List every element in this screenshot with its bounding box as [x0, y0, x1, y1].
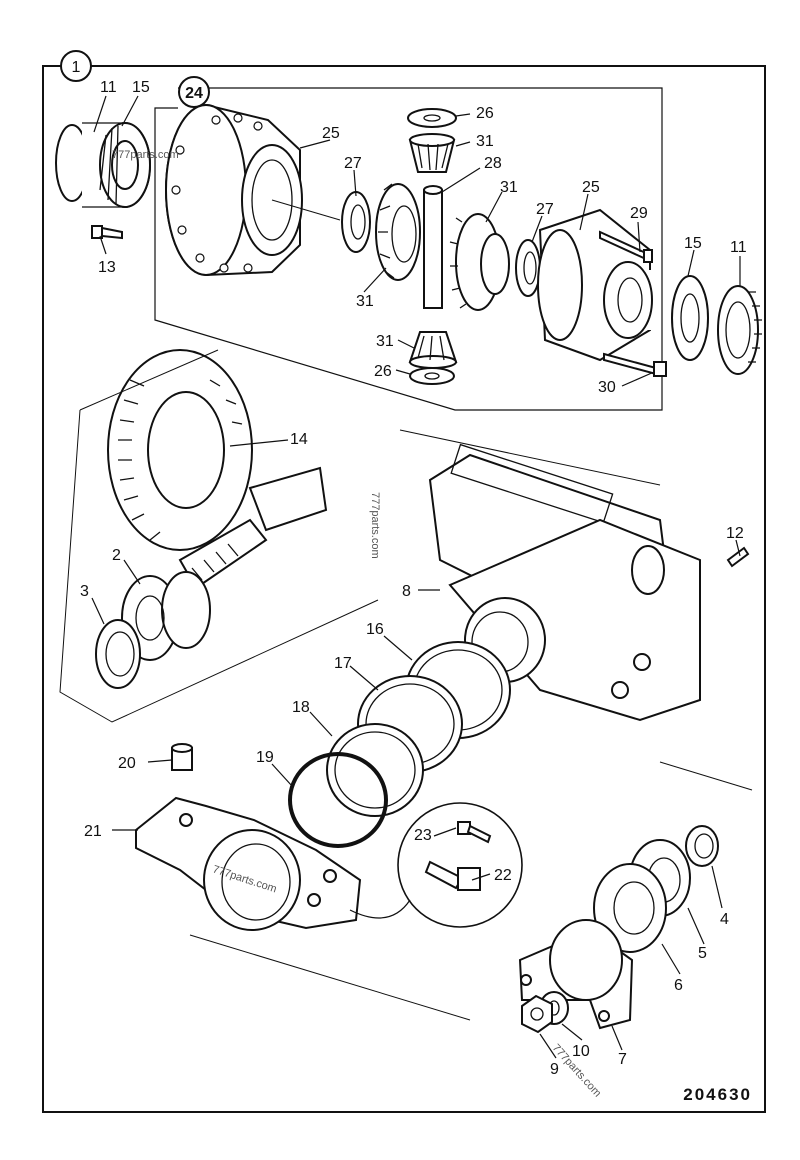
callout-7: 7 — [618, 1051, 627, 1068]
side-gear-31-right — [449, 213, 510, 311]
clamp-21 — [135, 796, 362, 931]
nut-9 — [521, 994, 553, 1034]
callout-26-top: 26 — [476, 105, 494, 122]
callout-27-left: 27 — [344, 155, 362, 172]
cross-shaft-28 — [423, 185, 443, 309]
callout-25-right: 25 — [582, 179, 600, 196]
callout-17: 17 — [334, 655, 352, 672]
callout-4: 4 — [720, 911, 729, 928]
bolt-detail-circle — [349, 802, 523, 928]
assembly-lines-housing — [399, 429, 661, 486]
callout-29: 29 — [630, 205, 648, 222]
callout-25-left: 25 — [322, 125, 340, 142]
watermark-2: 777parts.com — [369, 492, 381, 559]
figure-number: 1 — [72, 59, 81, 76]
leader-lines — [91, 95, 741, 1059]
callout-31-right: 31 — [500, 179, 518, 196]
drive-pinion-14 — [178, 466, 328, 590]
callout-11-left: 11 — [100, 79, 117, 96]
assembly-lines-right — [659, 761, 753, 791]
callout-30: 30 — [598, 379, 616, 396]
callout-15-left: 15 — [132, 79, 150, 96]
assembly-lines-clamp — [189, 934, 471, 1021]
figure-number-circle — [60, 50, 92, 82]
thrust-washer-27-right — [515, 239, 541, 297]
bolt-30 — [603, 352, 667, 377]
axle-housing-8 — [428, 443, 701, 722]
callout-5: 5 — [698, 945, 707, 962]
washer-26-top — [407, 108, 457, 128]
callout-8: 8 — [402, 583, 411, 600]
callout-6: 6 — [674, 977, 683, 994]
assembly-box-left — [59, 409, 379, 723]
bolt-29 — [599, 230, 653, 263]
callout-14: 14 — [290, 431, 308, 448]
callout-28: 28 — [484, 155, 502, 172]
assembly-lines-left — [79, 349, 219, 411]
pinion-gear-31-top — [408, 133, 456, 173]
callout-18: 18 — [292, 699, 310, 716]
subassembly-number-circle — [178, 76, 210, 108]
callout-10: 10 — [572, 1043, 590, 1060]
subassembly-frame — [154, 87, 663, 411]
callout-13: 13 — [98, 259, 116, 276]
callout-26-bottom: 26 — [374, 363, 392, 380]
outer-frame — [42, 65, 766, 1113]
callout-11-right: 11 — [730, 239, 747, 256]
differential-case-left — [165, 104, 303, 276]
tapered-bearing-15-right — [671, 275, 709, 361]
tapered-bearing-left — [55, 122, 151, 208]
callout-31-bottom: 31 — [376, 333, 394, 350]
callout-3: 3 — [80, 583, 89, 600]
callout-27-right: 27 — [536, 201, 554, 218]
o-ring-19 — [288, 752, 388, 848]
bush-20 — [171, 743, 193, 771]
callout-2: 2 — [112, 547, 121, 564]
callout-23: 23 — [414, 827, 432, 844]
washer-3 — [95, 619, 141, 689]
callout-15-right: 15 — [684, 235, 702, 252]
callout-20: 20 — [118, 755, 136, 772]
callout-9: 9 — [550, 1061, 559, 1078]
callout-19: 19 — [256, 749, 274, 766]
subassembly-number: 24 — [185, 85, 203, 102]
callout-21: 21 — [84, 823, 102, 840]
crown-wheel-14 — [107, 349, 253, 551]
bolt-23 — [457, 821, 492, 844]
washer-6 — [593, 863, 667, 953]
pinion-gear-31-bottom — [408, 331, 458, 369]
side-gear-31-left — [375, 183, 421, 281]
watermark-1: 777parts.com — [112, 149, 179, 161]
callout-labels: 11 15 13 25 27 31 26 31 28 31 25 27 29 1… — [80, 79, 747, 1078]
callout-22: 22 — [494, 867, 512, 884]
callout-31-lower-left: 31 — [356, 293, 374, 310]
callout-12: 12 — [726, 525, 744, 542]
bolt-22 — [424, 860, 481, 891]
thrust-washer-27-left — [341, 191, 371, 253]
drawing-reference-number: 204630 — [683, 1085, 752, 1104]
callout-16: 16 — [366, 621, 384, 638]
pin-12 — [726, 546, 750, 568]
callout-31-top: 31 — [476, 133, 494, 150]
washer-26-bottom — [409, 367, 455, 385]
assembly-line-1 — [271, 199, 341, 221]
differential-case-right — [537, 208, 653, 362]
bolt-13 — [91, 225, 123, 240]
flange-7 — [518, 919, 634, 1030]
seal-4 — [685, 825, 719, 867]
adjuster-nut-11-right — [717, 285, 762, 375]
